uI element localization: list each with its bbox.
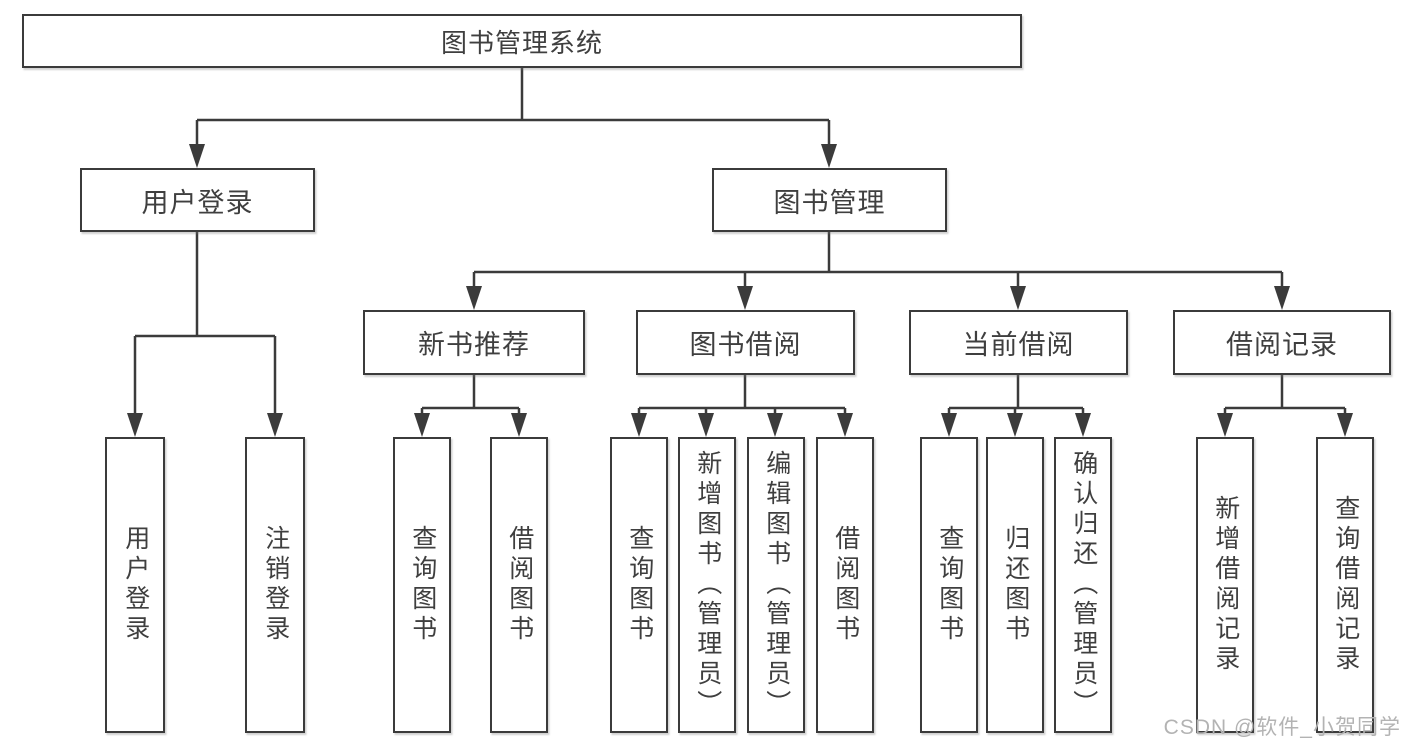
node-label: 用户登录 <box>121 525 150 645</box>
leaf-bb-add-books-admin: 新增图书（管理员） <box>678 437 736 733</box>
node-label: 新书推荐 <box>418 330 530 360</box>
leaf-br-query-record: 查询借阅记录 <box>1316 437 1374 733</box>
leaf-cb-query-books: 查询图书 <box>920 437 978 733</box>
leaf-bb-query-books: 查询图书 <box>610 437 668 733</box>
node-book-borrowing: 图书借阅 <box>636 310 855 375</box>
node-label: 查询图书 <box>625 525 654 645</box>
node-label: 图书管理系统 <box>440 27 603 58</box>
leaf-nb-query-books: 查询图书 <box>393 437 451 733</box>
node-label: 新增图书（管理员） <box>693 450 722 720</box>
node-label: 查询图书 <box>408 525 437 645</box>
node-current-borrowing: 当前借阅 <box>909 310 1128 375</box>
node-label: 当前借阅 <box>962 330 1075 360</box>
node-label: 借阅图书 <box>831 525 860 645</box>
node-borrowing-records: 借阅记录 <box>1173 310 1391 375</box>
leaf-nb-borrow-books: 借阅图书 <box>490 437 548 733</box>
node-label: 查询借阅记录 <box>1331 495 1360 675</box>
node-user-login: 用户登录 <box>80 168 315 232</box>
node-label: 用户登录 <box>141 187 254 218</box>
node-new-book-recommend: 新书推荐 <box>363 310 585 375</box>
leaf-cb-confirm-return-admin: 确认归还（管理员） <box>1054 437 1112 733</box>
leaf-bb-edit-books-admin: 编辑图书（管理员） <box>747 437 805 733</box>
node-label: 归还图书 <box>1001 525 1030 645</box>
node-label: 借阅图书 <box>505 525 534 645</box>
node-library-management-system: 图书管理系统 <box>22 14 1022 68</box>
leaf-logout-login: 注销登录 <box>245 437 305 733</box>
node-book-management: 图书管理 <box>712 168 947 232</box>
leaf-user-login: 用户登录 <box>105 437 165 733</box>
node-label: 图书借阅 <box>689 330 802 360</box>
node-label: 图书管理 <box>773 187 886 218</box>
node-label: 注销登录 <box>261 525 290 645</box>
node-label: 查询图书 <box>935 525 964 645</box>
csdn-watermark: CSDN @软件_小贺同学 <box>1163 716 1401 739</box>
node-label: 确认归还（管理员） <box>1069 450 1098 720</box>
node-label: 编辑图书（管理员） <box>762 450 791 720</box>
leaf-br-add-record: 新增借阅记录 <box>1196 437 1254 733</box>
leaf-cb-return-books: 归还图书 <box>986 437 1044 733</box>
node-label: 新增借阅记录 <box>1211 495 1240 675</box>
node-label: 借阅记录 <box>1226 330 1338 360</box>
leaf-bb-borrow-books: 借阅图书 <box>816 437 874 733</box>
